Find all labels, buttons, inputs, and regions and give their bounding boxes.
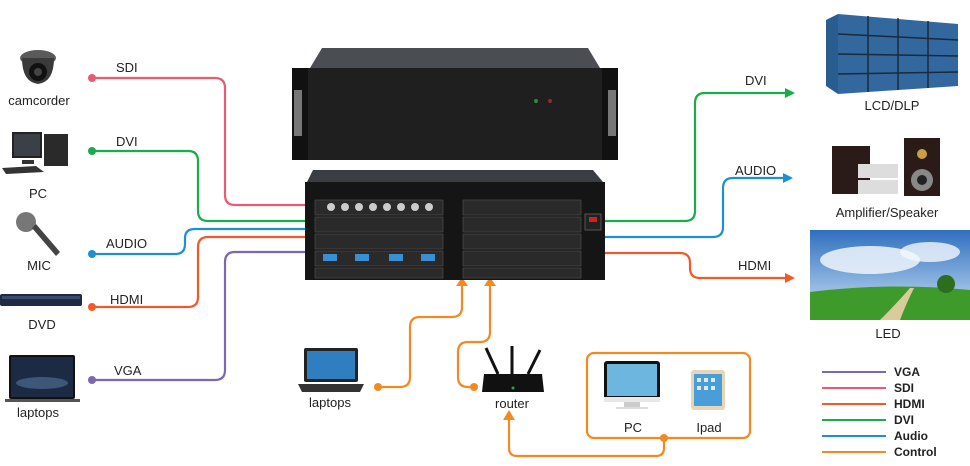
dvi-input-label: DVI <box>116 134 138 149</box>
legend-label: Audio <box>894 429 928 443</box>
matrix-switcher-front-view <box>292 48 618 160</box>
legend-item-sdi: SDI <box>822 380 962 396</box>
dvi-output-label: DVI <box>745 73 767 88</box>
legend-swatch <box>822 403 886 405</box>
legend: VGA SDI HDMI DVI Audio Control <box>822 364 962 460</box>
led-label: LED <box>875 326 901 341</box>
pc-icon <box>0 130 72 176</box>
router-icon <box>478 346 548 396</box>
client-group-box <box>585 351 752 440</box>
legend-swatch <box>822 387 886 389</box>
control-laptop-icon <box>298 348 364 394</box>
control-client-line <box>507 418 666 458</box>
ipad-label: Ipad <box>696 420 722 435</box>
laptops-input-label: laptops <box>17 405 59 420</box>
legend-label: DVI <box>894 413 915 427</box>
legend-item-audio: Audio <box>822 428 962 444</box>
amplifier-speaker-label: Amplifier/Speaker <box>835 205 939 220</box>
control-pc-label: PC <box>623 420 643 435</box>
legend-swatch <box>822 435 886 437</box>
vga-input-line <box>92 250 312 382</box>
microphone-icon <box>12 210 62 258</box>
amplifier-speaker-icon <box>832 138 942 196</box>
hdmi-output-label: HDMI <box>738 258 772 273</box>
legend-label: VGA <box>894 365 921 379</box>
lcd-dlp-label: LCD/DLP <box>864 98 920 113</box>
dvi-output-line <box>570 88 795 223</box>
legend-label: SDI <box>894 381 915 395</box>
video-wall-icon <box>826 12 959 94</box>
hdmi-output-line <box>570 251 795 283</box>
control-laptops-label: laptops <box>309 395 351 410</box>
hdmi-input-line <box>92 235 312 309</box>
legend-swatch <box>822 371 886 373</box>
control-laptop-line <box>378 286 464 389</box>
dvd-label: DVD <box>28 317 56 332</box>
legend-swatch <box>822 451 886 453</box>
sdi-input-line <box>92 76 312 207</box>
dvd-player-icon <box>0 292 82 308</box>
sdi-input-label: SDI <box>116 60 138 75</box>
legend-swatch <box>822 419 886 421</box>
hdmi-input-label: HDMI <box>110 292 144 307</box>
ipad-icon <box>691 370 727 415</box>
mic-label: MIC <box>27 258 51 273</box>
router-label: router <box>495 396 529 411</box>
camcorder-icon <box>14 46 62 88</box>
audio-input-label: AUDIO <box>106 236 148 251</box>
legend-item-control: Control <box>822 444 962 460</box>
legend-item-dvi: DVI <box>822 412 962 428</box>
laptop-icon <box>5 355 80 405</box>
camcorder-label: camcorder <box>8 93 70 108</box>
legend-label: HDMI <box>894 397 925 411</box>
vga-input-label: VGA <box>114 363 142 378</box>
legend-item-hdmi: HDMI <box>822 396 962 412</box>
audio-output-label: AUDIO <box>735 163 777 178</box>
legend-label: Control <box>894 445 937 459</box>
legend-item-vga: VGA <box>822 364 962 380</box>
control-router-line <box>456 286 492 389</box>
audio-output-line <box>570 173 793 239</box>
audio-input-line <box>92 227 347 256</box>
matrix-switcher-rear-view <box>303 170 608 280</box>
control-pc-monitor-icon <box>604 361 660 411</box>
led-screen-image <box>810 230 970 320</box>
pc-label: PC <box>28 186 48 201</box>
dvi-input-line <box>92 149 312 223</box>
